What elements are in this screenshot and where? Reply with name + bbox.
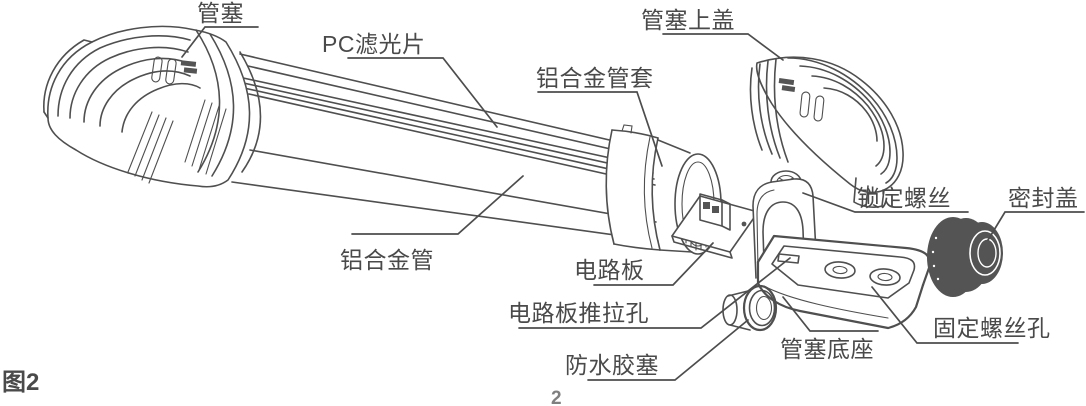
push-pull-hole	[777, 253, 800, 264]
label-seal-cover: 密封盖	[1008, 185, 1079, 211]
circuit-board	[671, 193, 759, 259]
label-fixing-screw-hole: 固定螺丝孔	[933, 315, 1051, 341]
page-number: 2	[551, 388, 562, 406]
label-sleeve: 铝合金管套	[536, 65, 654, 91]
label-pc-filter: PC滤光片	[322, 31, 425, 57]
waterproof-plug	[722, 284, 778, 332]
label-circuit-board: 电路板	[574, 257, 645, 283]
label-board-push-pull-hole: 电路板推拉孔	[508, 300, 649, 326]
plug-top-cover	[749, 56, 904, 208]
aluminum-sleeve	[605, 124, 661, 251]
left-plug-cap	[43, 25, 262, 188]
aluminum-tube-body	[231, 53, 659, 242]
label-plug-top-cover: 管塞上盖	[641, 7, 735, 33]
cover-logo-mark	[778, 78, 796, 92]
label-plug-base: 管塞底座	[780, 336, 874, 362]
cover-slots	[799, 91, 825, 122]
leader-lines	[181, 26, 1085, 381]
base-screw-bosses	[824, 261, 901, 286]
figure-caption: 图2	[2, 369, 39, 396]
label-waterproof-plug: 防水胶塞	[565, 352, 659, 378]
seal-cover	[927, 217, 1003, 297]
label-lock-screw: 锁定螺丝	[857, 185, 951, 211]
cap-logo-mark	[180, 60, 198, 74]
label-aluminum-tube: 铝合金管	[340, 247, 434, 273]
cap-slots	[151, 56, 177, 85]
label-plug: 管塞	[197, 0, 244, 26]
